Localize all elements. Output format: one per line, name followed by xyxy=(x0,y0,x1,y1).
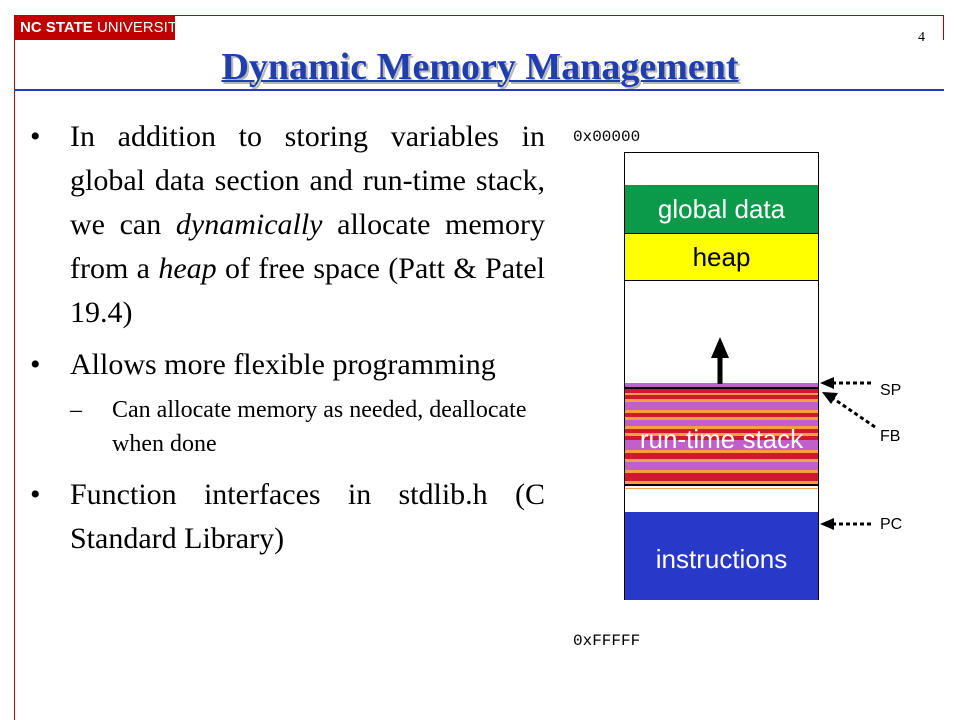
bullet-dot: • xyxy=(30,120,41,153)
fb-pointer-arrowhead xyxy=(822,392,838,404)
run-time-stack-segment xyxy=(625,383,818,489)
bullet-list: • In addition to storing variables in gl… xyxy=(30,115,545,569)
bullet-dot: • xyxy=(30,348,41,381)
sp-register-label: SP xyxy=(880,382,902,399)
bullet-item: • Function interfaces in stdlib.h (C Sta… xyxy=(30,473,545,561)
slide-frame-top xyxy=(14,15,944,16)
bullet-item: • Allows more flexible programming xyxy=(30,343,545,387)
bottom-address-label: 0xFFFFF xyxy=(573,632,641,650)
university-logo: NC STATE UNIVERSITY xyxy=(14,15,187,40)
page-title: Dynamic Memory Management xyxy=(221,46,739,88)
sub-bullet-item: – Can allocate memory as needed, dealloc… xyxy=(70,393,545,461)
bullet-dot: • xyxy=(30,478,41,511)
instructions-segment: instructions xyxy=(625,512,818,600)
pc-pointer-arrowhead xyxy=(820,518,834,530)
title-rule xyxy=(14,89,944,91)
sp-pointer-arrowhead xyxy=(820,377,834,389)
slide-frame-left xyxy=(14,15,15,720)
fb-register-label: FB xyxy=(880,428,901,445)
heap-segment: heap xyxy=(625,233,818,281)
run-time-stack-label: run-time stack xyxy=(639,424,804,454)
slide-frame-right xyxy=(943,15,944,40)
top-address-label: 0x00000 xyxy=(573,128,641,146)
page-number: 4 xyxy=(918,30,925,45)
pc-register-label: PC xyxy=(880,516,903,533)
bullet-item: • In addition to storing variables in gl… xyxy=(30,115,545,335)
global-data-segment: global data xyxy=(625,185,818,233)
fb-pointer-arrow xyxy=(833,397,876,429)
sub-bullet-dash: – xyxy=(70,397,82,423)
